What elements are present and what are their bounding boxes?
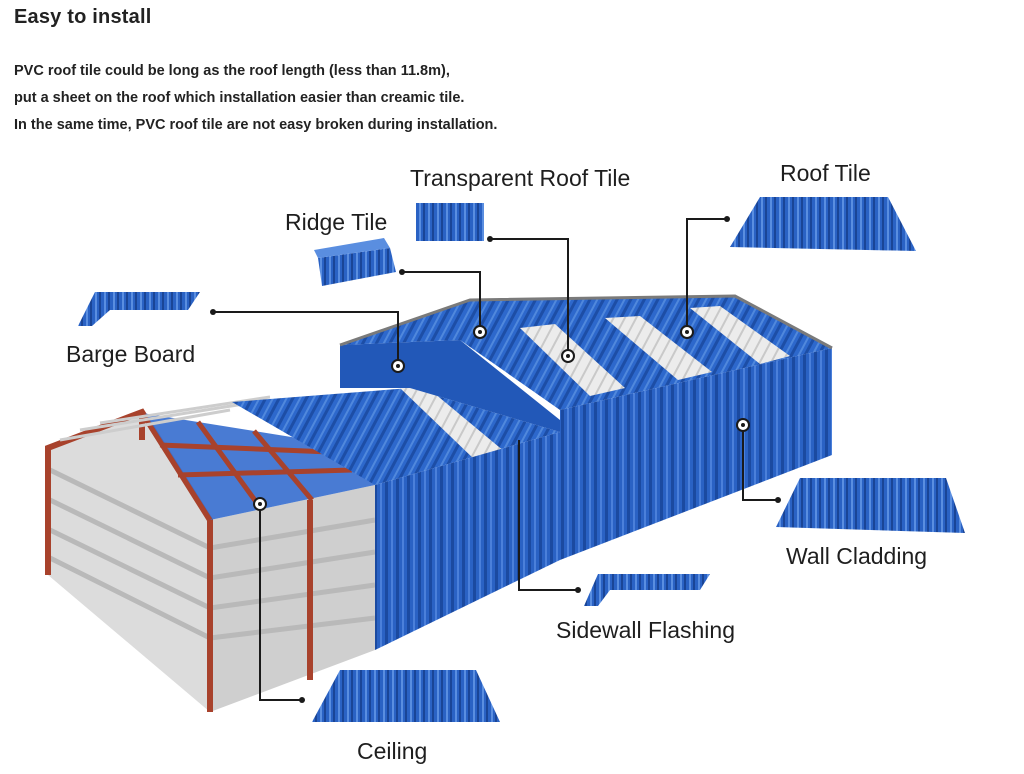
leader-wall-cladding: [742, 425, 778, 501]
leader-barge-board: [213, 311, 399, 366]
leader-ceiling: [259, 504, 302, 701]
label-ceiling: Ceiling: [357, 738, 427, 764]
page-title: Easy to install: [14, 6, 152, 28]
ridge-tile-sample: [314, 238, 396, 286]
label-wall-cladding: Wall Cladding: [786, 543, 927, 569]
barge-board-sample: [78, 292, 200, 326]
intro-text: PVC roof tile could be long as the roof …: [14, 58, 497, 139]
intro-line: In the same time, PVC roof tile are not …: [14, 117, 498, 133]
transparent-roof-tile-sample: [416, 203, 484, 241]
label-transparent-roof-tile: Transparent Roof Tile: [410, 165, 630, 191]
wall-cladding-sample: [776, 478, 965, 533]
leader-ridge-tile: [402, 271, 481, 332]
label-roof-tile: Roof Tile: [780, 160, 871, 186]
leader-sidewall-flashing: [518, 440, 578, 591]
leader-lines: [213, 218, 778, 701]
roof-tile-sample: [730, 197, 916, 251]
label-barge-board: Barge Board: [66, 341, 195, 367]
callout-markers: [253, 325, 750, 511]
ceiling-sample: [312, 670, 500, 722]
leader-roof-tile: [686, 218, 727, 332]
right-building: [339, 294, 833, 560]
label-sidewall-flashing: Sidewall Flashing: [556, 617, 735, 643]
label-ridge-tile: Ridge Tile: [285, 209, 387, 235]
leader-transparent-roof-tile: [490, 238, 569, 356]
intro-line: PVC roof tile could be long as the roof …: [14, 63, 450, 79]
steel-frame-section: [45, 395, 376, 712]
intro-line: put a sheet on the roof which installati…: [14, 90, 465, 106]
sidewall-flashing-sample: [584, 574, 710, 606]
leader-dots: [210, 216, 781, 703]
